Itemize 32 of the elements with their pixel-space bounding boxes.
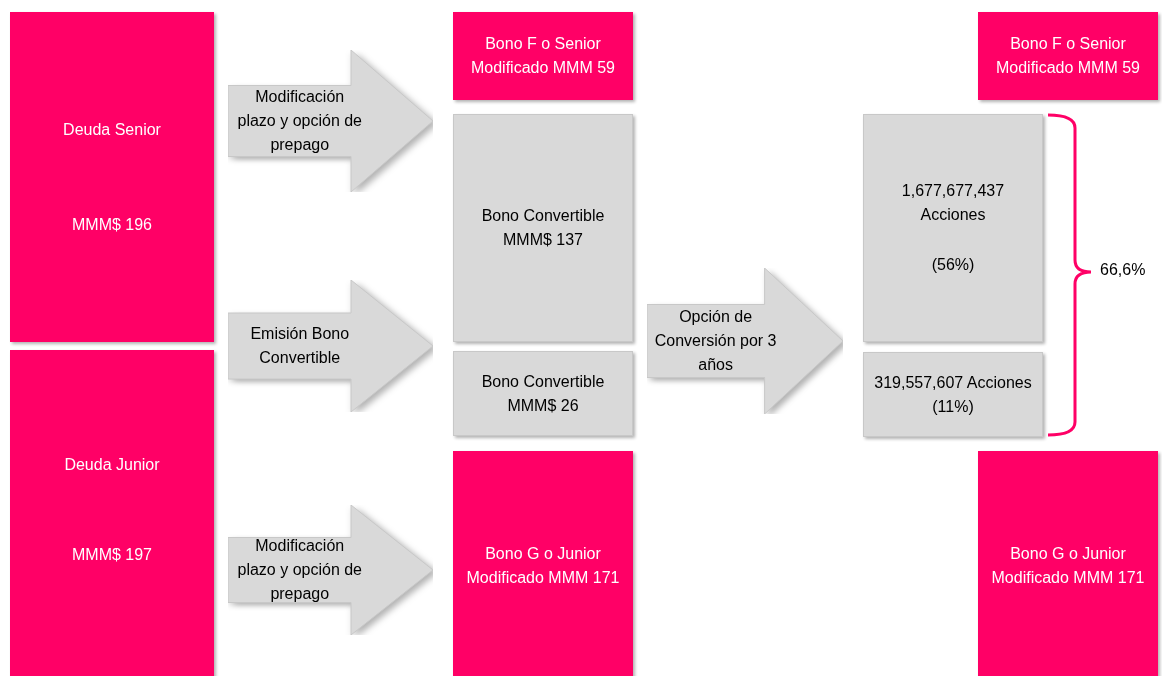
box-text: (56%) (930, 255, 976, 275)
debt-box (978, 451, 1158, 676)
box-text: MMM$ 196 (71, 214, 153, 235)
box-text: Bono G o Junior Modificado MMM 171 (990, 544, 1146, 588)
box-text: Deuda Junior (63, 455, 161, 475)
edge-label: Modificación plazo y opción de prepago (236, 87, 363, 155)
block-arrow (228, 505, 433, 635)
box-text: Bono G o Junior Modificado MMM 171 (465, 544, 621, 588)
bond-box (453, 114, 633, 342)
box-text: Bono Convertible MMM$ 137 (480, 206, 606, 250)
edge-label: Opción de Conversión por 3 años (653, 307, 778, 375)
debt-box (978, 12, 1158, 100)
bond-box (453, 351, 633, 436)
block-arrow (228, 280, 433, 412)
edge-label: Emisión Bono Convertible (249, 324, 351, 368)
debt-box (10, 12, 214, 342)
debt-box (453, 12, 633, 100)
debt-box (10, 350, 214, 676)
bond-box (863, 352, 1043, 437)
box-text: Bono Convertible MMM$ 26 (480, 371, 606, 416)
edge-label: Modificación plazo y opción de prepago (236, 536, 363, 604)
debt-box (453, 451, 633, 676)
block-arrow (647, 268, 843, 414)
percentage-label: 66,6% (1100, 261, 1146, 279)
box-text: Deuda Senior (62, 119, 162, 140)
box-text: Bono F o Senior Modificado MMM 59 (994, 34, 1141, 78)
box-text: Bono F o Senior Modificado MMM 59 (469, 34, 616, 78)
box-text: 1,677,677,437 Acciones (900, 181, 1006, 225)
block-arrow (228, 50, 433, 192)
bond-box (863, 114, 1043, 342)
box-text: MMM$ 197 (71, 545, 153, 565)
box-text: 319,557,607 Acciones (11%) (873, 372, 1033, 417)
